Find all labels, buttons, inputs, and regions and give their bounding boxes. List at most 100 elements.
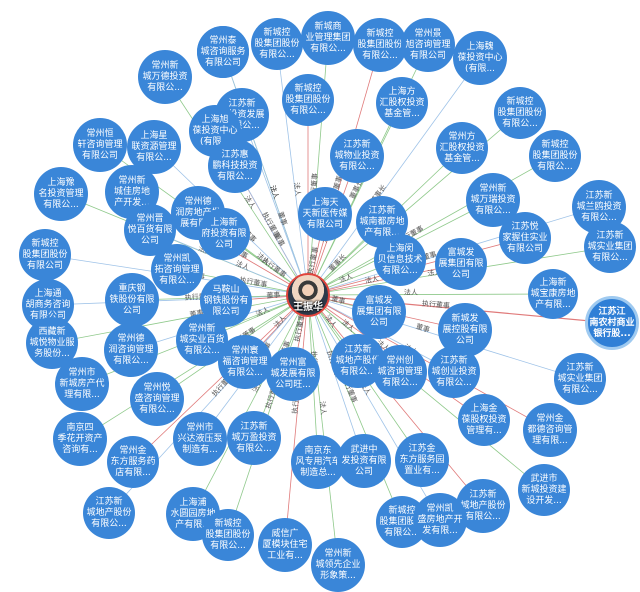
company-node-label: 富城发 展集团有限 公司 — [438, 247, 484, 280]
company-node[interactable]: 常州金 都德咨询管 理有限... — [523, 403, 577, 457]
company-node[interactable]: 新城控 股集团股份 有限公... — [494, 87, 546, 139]
edge-role-label: 执行董事 — [422, 299, 451, 311]
company-node[interactable]: 上海旭 葆投资中心 (有限... — [189, 105, 241, 157]
company-node-label: 武进市 新城投资建 设开发... — [521, 473, 567, 506]
edge-line — [132, 294, 309, 463]
company-node[interactable]: 常州寰 福咨询管理 有限公... — [218, 335, 272, 389]
company-node[interactable]: 常州创 城咨询管理 有限公... — [373, 345, 427, 399]
company-node-label: 江苏江 南农村商业 银行股... — [589, 306, 635, 339]
company-node[interactable]: 常州泰 城咨询服务 有限公司 — [197, 26, 249, 78]
company-node-label: 上海浦 水圆园房地 产有限... — [170, 497, 216, 530]
company-node[interactable]: 上海闵 贝信息技术 有限公... — [374, 234, 426, 286]
edge-role-label: 董事 — [331, 294, 347, 306]
company-node[interactable]: 常州方 汇股权投资 基金管... — [436, 122, 488, 174]
company-node-label: 新城发 展控股有限 公司 — [442, 313, 488, 346]
edge-role-label: 法人 — [404, 288, 418, 297]
company-node[interactable]: 常州新 城实业百货 有限公... — [176, 314, 228, 366]
company-node[interactable]: 江苏新 城创业投资 有限公... — [428, 346, 480, 398]
company-node[interactable]: 江苏金 东方服务园 置业有... — [395, 433, 449, 487]
company-node[interactable]: 常州悦 盛咨询管理 有限公... — [130, 372, 184, 426]
company-node[interactable]: 常州新 城领先企业 形象策... — [311, 538, 365, 592]
edge-line — [307, 294, 365, 462]
edge-line — [307, 294, 403, 523]
company-node-label: 常州金 东方服务药 店有限... — [110, 445, 156, 478]
company-node[interactable]: 常州凯 拓咨询管理 有限公... — [151, 244, 203, 296]
company-node[interactable]: 常州新 城万德投资 有限公... — [138, 50, 192, 104]
company-node[interactable]: 上海新 城宝康房地 产有限... — [528, 269, 578, 319]
company-node[interactable]: 常州市 新城房产代 理有限... — [55, 357, 109, 411]
company-node[interactable]: 上海金 葆股权投资 管理有... — [458, 394, 510, 446]
company-node[interactable]: 常州德 润咨询管理 有限公... — [104, 323, 158, 377]
company-node[interactable]: 上海魏 葆投资中心 (有限... — [453, 31, 507, 85]
company-node[interactable]: 上海天 天新医传媒 有限公司 — [298, 187, 352, 241]
company-node-highlighted[interactable]: 江苏江 南农村商业 银行股... — [585, 296, 639, 350]
company-node-label: 常州方 汇股权投资 基金管... — [439, 131, 485, 164]
company-node[interactable]: 上海新 府投资有限 公司 — [198, 208, 250, 260]
company-node-label: 常州富 城发展有限 公司旺... — [270, 357, 316, 390]
company-node[interactable]: 江苏新 城物业投资 有限公... — [330, 129, 384, 183]
company-node-label: 江苏新 城实业集团 有限公... — [557, 362, 603, 395]
company-node-label: 常州市 新城房产代 理有限... — [59, 367, 105, 400]
company-node-label: 新城控 股集团股份 有限公... — [497, 96, 543, 129]
company-node-label: 常州德 润咨询管理 有限公... — [108, 333, 154, 366]
center-person-node[interactable]: 王振华 — [286, 273, 330, 317]
edge-line — [307, 294, 339, 566]
company-node[interactable]: 江苏新 城地产股份 有限公... — [83, 487, 135, 539]
company-node-label: 常州创 城咨询管理 有限公... — [377, 355, 423, 388]
company-node[interactable]: 新城控 股集团股份 有限公... — [202, 509, 254, 561]
company-node[interactable]: 上海方 汇股权投资 基金管... — [376, 77, 428, 129]
company-node[interactable]: 江苏新 城万盈投资 有限公... — [227, 411, 281, 465]
edge-line — [307, 57, 481, 296]
company-node[interactable]: 上海豫 名投资管理 有限公... — [34, 167, 88, 221]
company-node[interactable]: 南京四 季花开资产 咨询有... — [53, 412, 107, 466]
company-node[interactable]: 威信广 厦模块住宅 工业有... — [258, 518, 312, 572]
company-node-label: 江苏金 东方服务园 置业有... — [399, 443, 445, 476]
company-node[interactable]: 新城控 股集团股份 有限公司 — [19, 229, 71, 281]
company-node[interactable]: 常州金 东方服务药 店有限... — [107, 436, 159, 488]
company-node[interactable]: 南京东 风专用汽车 制造总... — [291, 435, 345, 489]
company-node[interactable]: 新城控 股集团股份 有限公... — [529, 130, 581, 182]
company-node-label: 江苏新 城万盈投资 有限公... — [231, 421, 277, 454]
company-node[interactable]: 重庆钢 铁股份有限 公司 — [105, 273, 159, 327]
company-node-label: 上海旭 葆投资中心 (有限... — [192, 114, 238, 147]
company-node[interactable]: 新城控 股集团股份 有限公... — [353, 18, 407, 72]
company-node[interactable]: 江苏惠 鹏科技投资 有限公... — [208, 139, 262, 193]
company-node[interactable]: 江苏新 城实业集团 有限公... — [554, 353, 606, 405]
company-node[interactable]: 武进市 新城投资建 设开发... — [518, 464, 570, 516]
company-node[interactable]: 新城控 股集团股份 有限公... — [251, 18, 303, 70]
company-node-label: 富城发 展集团有限 公司 — [356, 295, 402, 328]
edge-line — [276, 43, 309, 296]
edge-role-label: 法人 — [292, 182, 303, 197]
edge-role-label: 法人 — [254, 305, 270, 319]
company-node-label: 上海豫 名投资管理 有限公... — [38, 177, 84, 210]
company-node[interactable]: 江苏悦 家握住实业 有限公司 — [499, 212, 551, 264]
company-node-label: 江苏新 城兰鸥投资 有限公... — [576, 190, 622, 223]
company-node-label: 常州悦 盛咨询管理 有限公... — [134, 382, 180, 415]
company-node-label: 常州恒 轩咨询管理 有限公司 — [77, 128, 123, 161]
company-node-label: 上海天 天新医传媒 有限公司 — [302, 197, 348, 230]
company-node[interactable]: 新城商 业管理集团 有限公... — [301, 11, 355, 65]
company-node[interactable]: 常州恒 轩咨询管理 有限公司 — [73, 118, 127, 172]
company-node-label: 南京东 风专用汽车 制造总... — [295, 445, 341, 478]
edge-role-label: 法人 — [318, 401, 328, 416]
company-node[interactable]: 富城发 展集团有限 公司 — [435, 238, 487, 290]
company-node-label: 常州金 都德咨询管 理有限... — [527, 413, 573, 446]
company-node[interactable]: 武进中 发投资有限 公司 — [337, 434, 391, 488]
company-node[interactable]: 新城控 股集团股份 有限公... — [282, 74, 334, 126]
company-node[interactable]: 常州凯 盛房地产开 发有限... — [413, 493, 467, 547]
company-node[interactable]: 富城发 展集团有限 公司 — [352, 285, 406, 339]
company-node[interactable]: 常州景 旭咨询管理 有限公司 — [401, 18, 455, 72]
company-node-label: 重庆钢 铁股份有限 公司 — [109, 283, 155, 316]
company-node[interactable]: 常州市 兴达液压泵 制造有... — [173, 412, 227, 466]
edge-line — [307, 294, 545, 491]
company-node-label: 上海方 汇股权投资 基金管... — [379, 86, 425, 119]
company-node-label: 上海新 府投资有限 公司 — [201, 217, 247, 250]
company-node-label: 常州新 城万德投资 有限公... — [142, 60, 188, 93]
edge-role-label: 法人 — [338, 271, 354, 284]
edge-role-label: 法人 — [268, 184, 281, 200]
company-node-label: 新城控 股集团股份 有限公... — [285, 83, 331, 116]
company-node-label: 常州新 城领先企业 形象策... — [315, 548, 361, 581]
company-node[interactable]: 江苏新 城实业集团 有限公... — [584, 221, 636, 273]
company-node[interactable]: 常州富 城发展有限 公司旺... — [266, 347, 320, 401]
company-node-label: 上海星 联资源管理 有限公... — [131, 130, 177, 163]
